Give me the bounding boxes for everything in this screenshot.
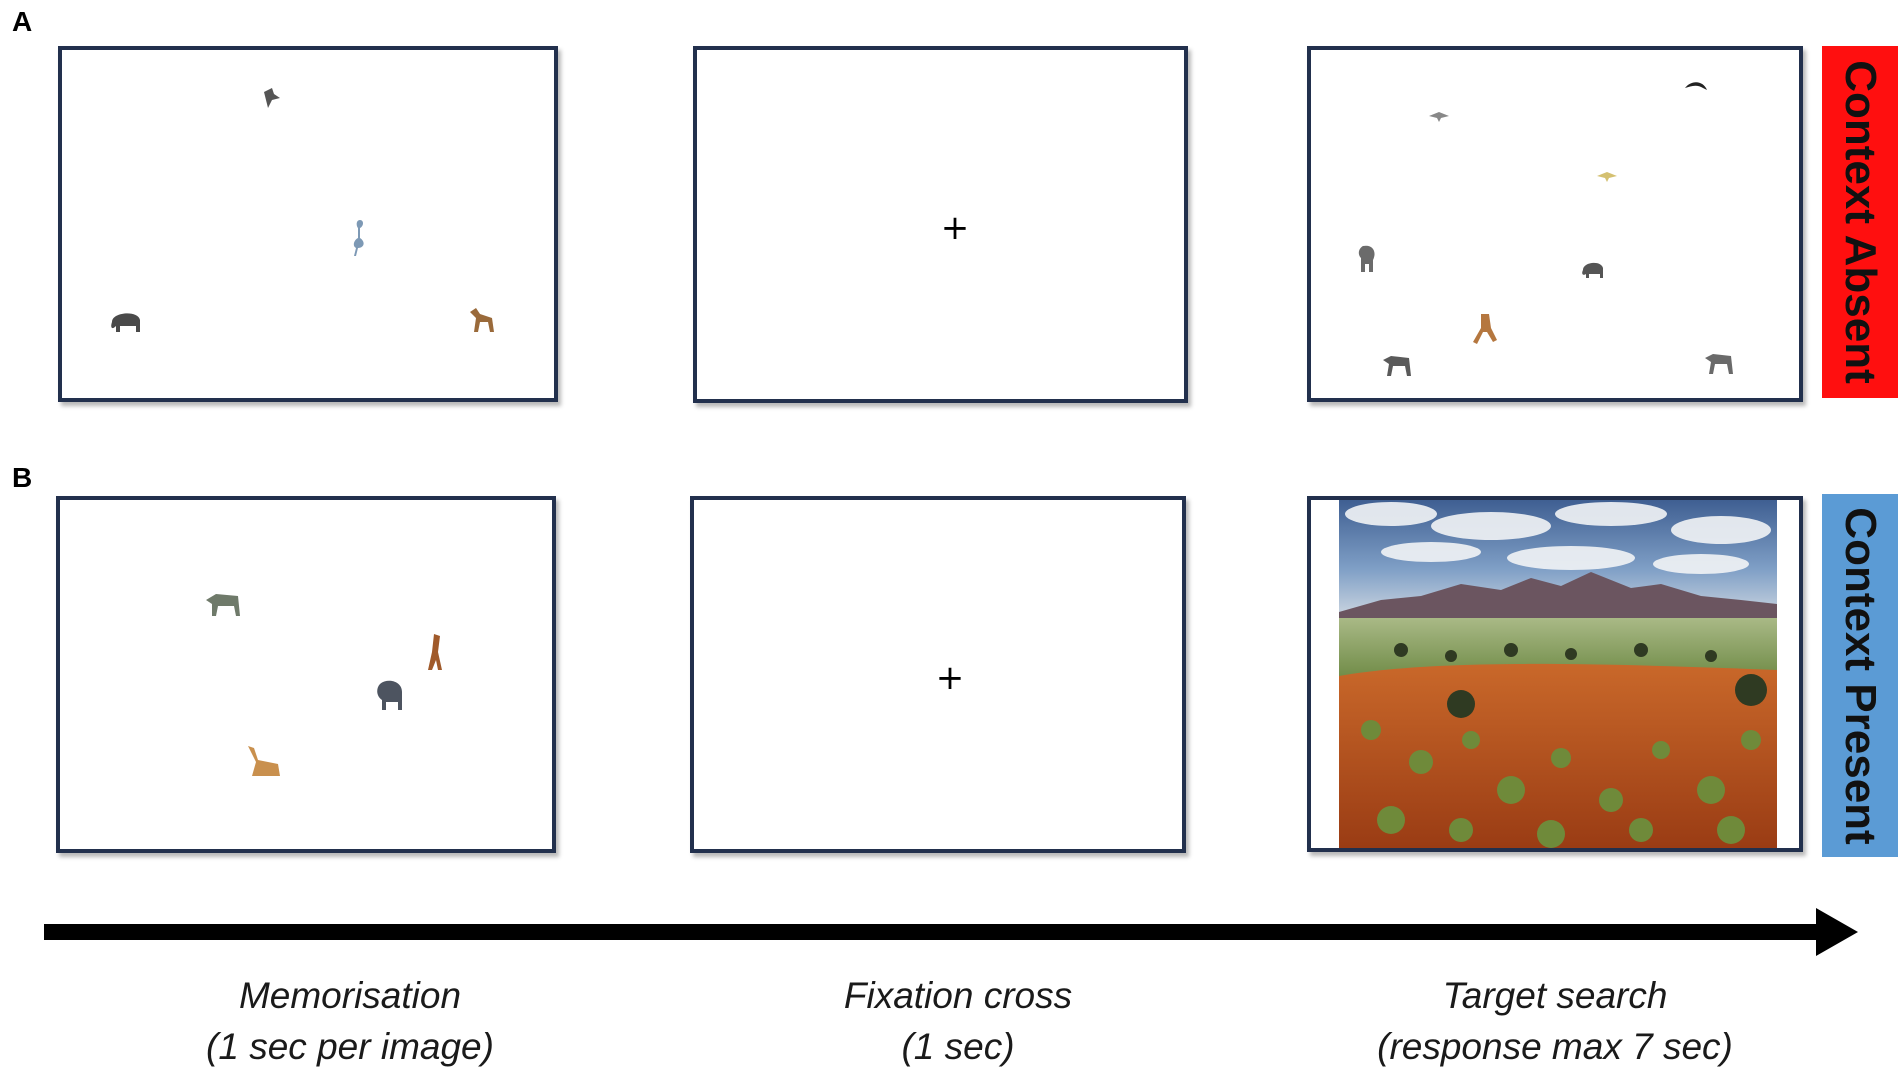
row-label-a: A xyxy=(12,6,33,37)
stage-caption-memorisation: Memorisation (1 sec per image) xyxy=(206,970,494,1072)
savanna-scene xyxy=(1339,500,1777,848)
giraffe-icon xyxy=(470,308,494,332)
stage-title-fixation: Fixation cross xyxy=(843,975,1073,1016)
elephant-icon xyxy=(1358,245,1375,272)
bird-icon xyxy=(1685,82,1707,90)
stage-title-target-search: Target search xyxy=(1442,975,1668,1016)
clouds xyxy=(1345,502,1771,574)
panel-b-target-search xyxy=(1307,496,1803,852)
stage-caption-target-search: Target search (response max 7 sec) xyxy=(1377,970,1733,1072)
stage-detail-fixation: (1 sec) xyxy=(901,1026,1015,1067)
bird-icon xyxy=(264,88,280,108)
panel-a-memorisation xyxy=(58,46,558,402)
bird-icon xyxy=(1597,172,1617,182)
condition-label-context-present: Context Present xyxy=(1822,494,1898,857)
search-animals-a xyxy=(1358,82,1733,376)
stage-detail-memorisation: (1 sec per image) xyxy=(206,1026,494,1067)
timeline-arrow-shaft xyxy=(44,924,1824,940)
elephant-icon xyxy=(1582,262,1603,278)
fixation-cross-b: + xyxy=(935,658,965,698)
stage-detail-target-search: (response max 7 sec) xyxy=(1377,1026,1733,1067)
stage-title-memorisation: Memorisation xyxy=(238,975,462,1016)
panel-b-memorisation xyxy=(56,496,556,853)
bird-icon xyxy=(1429,112,1449,122)
heron-icon xyxy=(353,220,364,256)
shrubs xyxy=(1361,720,1761,848)
memorisation-animals-b xyxy=(206,594,442,776)
giraffe-icon xyxy=(428,634,442,670)
elephant-icon xyxy=(111,313,140,332)
memorisation-animals-a xyxy=(111,88,494,332)
zebra-icon xyxy=(1705,354,1733,374)
panel-b-fixation: + xyxy=(690,496,1186,853)
stage-caption-fixation: Fixation cross (1 sec) xyxy=(844,970,1072,1072)
zebra-icon xyxy=(1383,356,1411,376)
trees xyxy=(1394,643,1767,718)
elephant-icon xyxy=(377,680,402,710)
giraffe-icon xyxy=(248,746,280,776)
condition-label-context-absent: Context Absent xyxy=(1822,46,1898,398)
fixation-cross-a: + xyxy=(940,208,970,248)
row-label-b: B xyxy=(12,462,33,493)
zebra-icon xyxy=(206,594,240,616)
panel-a-target-search xyxy=(1307,46,1803,402)
giraffe-icon xyxy=(1473,314,1497,344)
timeline-arrow-head xyxy=(1816,908,1858,956)
mountains xyxy=(1339,572,1777,620)
panel-a-fixation: + xyxy=(693,46,1188,403)
